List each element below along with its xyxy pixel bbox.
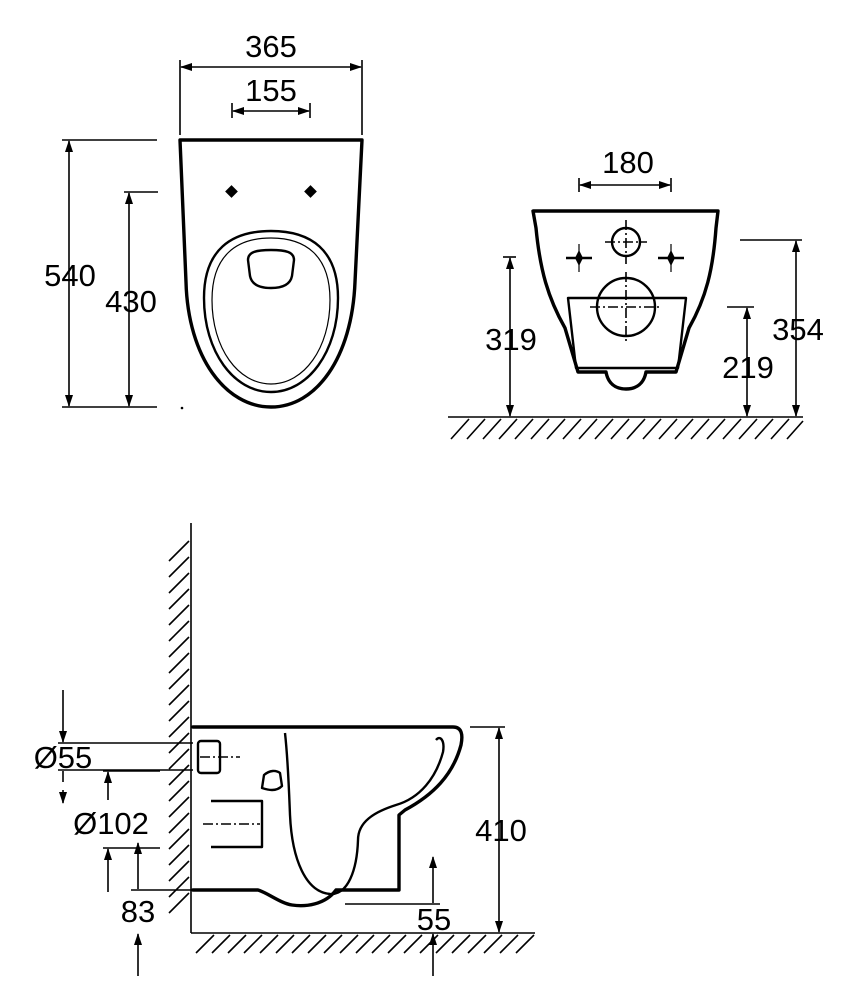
label-outlet-offset: 83	[121, 894, 155, 929]
pan-side-outline	[191, 725, 464, 908]
label-fixing-width: 155	[245, 73, 297, 108]
label-rim-height: 410	[475, 813, 527, 848]
floor-hatch-front	[450, 418, 804, 440]
wall-hatch	[168, 540, 190, 914]
trap-profile	[260, 769, 284, 792]
seat-inner	[211, 237, 331, 385]
pan-front-outline	[531, 209, 720, 391]
label-overall-width: 365	[245, 29, 297, 64]
side-view: Ø55 Ø102 83 55 410	[34, 523, 535, 976]
floor-hatch-side	[195, 934, 535, 954]
fixing-cross-right	[658, 244, 684, 272]
label-fixing-height: 319	[485, 322, 537, 357]
label-overall-height: 354	[772, 312, 824, 347]
outlet-spigot	[211, 799, 264, 849]
bowl-outline	[178, 138, 364, 409]
fixing-hole-right	[304, 185, 317, 198]
label-base-gap: 55	[417, 902, 451, 937]
label-overall-length: 540	[44, 258, 96, 293]
label-inlet-diameter: Ø55	[34, 740, 93, 775]
fixing-cross-left	[566, 244, 592, 272]
fixing-hole-left	[225, 185, 238, 198]
label-outlet-diameter: Ø102	[73, 806, 149, 841]
label-fixing-to-front: 430	[105, 284, 157, 319]
pan-back-plate	[566, 296, 688, 370]
bowl-inner-profile	[283, 732, 445, 896]
seat-outer	[202, 229, 340, 394]
label-fixing-spacing: 180	[602, 145, 654, 180]
label-outlet-height: 219	[722, 350, 774, 385]
flush-opening	[246, 248, 296, 290]
front-view: 180 319 354 219	[448, 145, 824, 440]
top-view: 365 155 540 430	[44, 29, 364, 410]
